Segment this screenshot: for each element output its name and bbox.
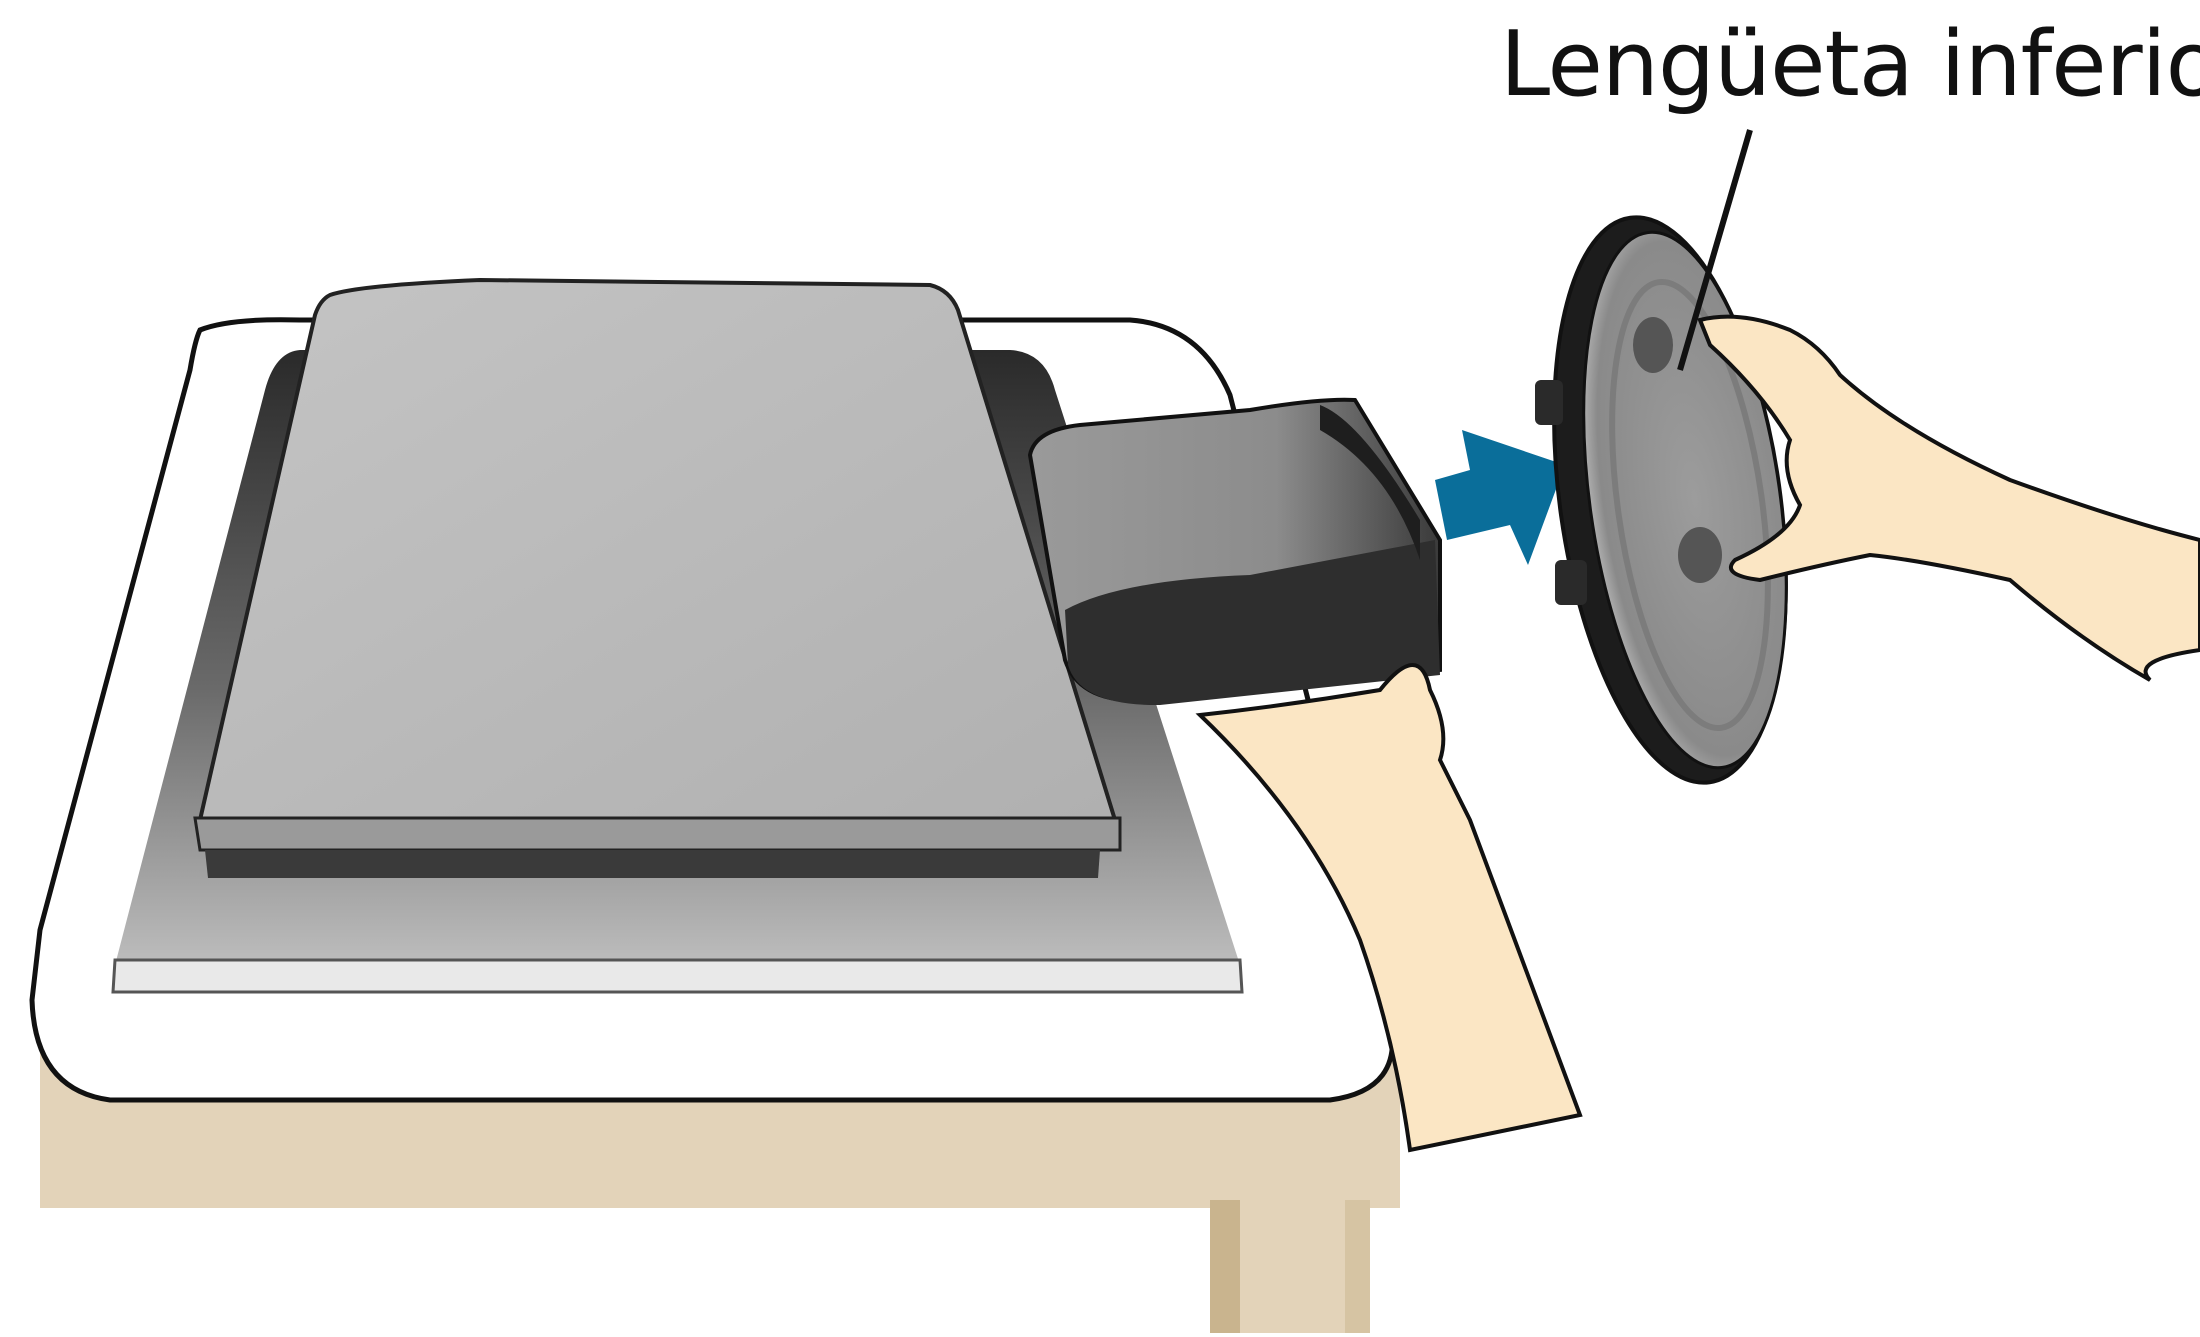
- base-hole-upper: [1633, 317, 1673, 373]
- base-tab-lower: [1555, 560, 1587, 605]
- stand-base: [1521, 202, 1818, 797]
- monitor-front-edge: [113, 960, 1242, 992]
- monitor-back-panel-ledge: [195, 818, 1120, 850]
- base-tab-upper: [1535, 380, 1563, 425]
- callout-label: Lengüeta inferior: [1500, 20, 2200, 110]
- base-hole-lower: [1678, 527, 1722, 583]
- table-leg-shade: [1210, 1200, 1240, 1333]
- monitor-back-panel-ledge-shadow: [205, 850, 1100, 878]
- arrow-right-icon: [1435, 430, 1565, 565]
- table-leg-shade-right: [1345, 1200, 1370, 1333]
